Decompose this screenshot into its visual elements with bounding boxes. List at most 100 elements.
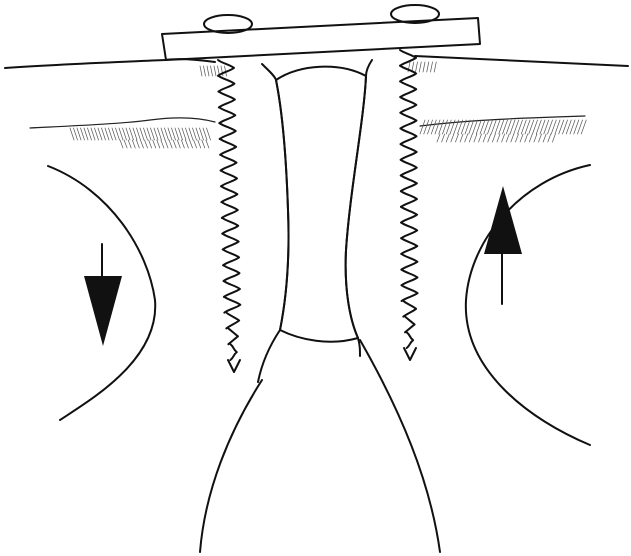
hatch-stroke <box>77 128 81 140</box>
hatch-stroke <box>175 128 179 140</box>
hatch-stroke <box>446 134 449 142</box>
hatch-stroke <box>451 134 454 142</box>
hatch-stroke <box>185 140 188 148</box>
hatch-stroke <box>182 128 186 140</box>
right-screw <box>400 50 418 360</box>
screw-thread <box>224 297 240 313</box>
hatch-stroke <box>140 140 143 148</box>
screw-thread <box>401 270 417 286</box>
hatch-stroke <box>95 128 99 140</box>
hatch-stroke <box>534 134 537 142</box>
hatch-stroke <box>196 128 200 140</box>
hatch-stroke <box>479 134 482 142</box>
hatch-stroke <box>434 62 436 72</box>
hatch-stroke <box>133 128 137 140</box>
hatch-stroke <box>190 140 193 148</box>
hatch-stroke <box>492 134 495 142</box>
hatch-stroke <box>161 140 164 148</box>
hatch-stroke <box>442 134 445 142</box>
hatch-stroke <box>419 62 421 72</box>
hatch-stroke <box>543 134 546 142</box>
hatch-stroke <box>207 128 211 140</box>
hatch-stroke <box>206 140 209 148</box>
screw-tip <box>404 348 416 360</box>
hatch-stroke <box>91 128 95 140</box>
hatch-stroke <box>153 140 156 148</box>
hatch-stroke <box>200 128 204 140</box>
screw-thread <box>222 202 238 218</box>
hatch-stroke <box>132 140 135 148</box>
fixation-plate <box>162 18 480 60</box>
hatch-stroke <box>502 134 505 142</box>
hatch-stroke <box>70 128 74 140</box>
central-graft <box>276 67 366 342</box>
hatch-stroke <box>84 128 88 140</box>
hatch-stroke <box>172 128 176 140</box>
hatch-stroke <box>149 140 152 148</box>
hatch-stroke <box>74 128 78 140</box>
screw-thread <box>401 191 417 207</box>
hatch-stroke <box>109 128 113 140</box>
screw-thread <box>401 207 417 223</box>
screw-thread <box>230 344 236 360</box>
hatch-stroke <box>539 134 542 142</box>
hatch-stroke <box>137 128 141 140</box>
left-screw <box>218 60 240 372</box>
hatch-stroke <box>515 134 518 142</box>
screw-thread <box>222 218 238 234</box>
screw-thread <box>401 160 417 176</box>
screw-thread <box>401 238 417 254</box>
hatch-stroke <box>145 140 148 148</box>
hatch-stroke <box>520 134 523 142</box>
screw-thread <box>221 155 237 171</box>
screw-thread <box>401 254 417 270</box>
hatch-stroke <box>193 128 197 140</box>
hatch-stroke <box>119 128 123 140</box>
screw-thread <box>219 92 235 108</box>
screw-thread <box>401 175 417 191</box>
screw-thread <box>219 107 235 123</box>
hatch-stroke <box>488 134 491 142</box>
hatch-stroke <box>204 66 206 76</box>
hatch-stroke <box>120 140 123 148</box>
hatch-stroke <box>168 128 172 140</box>
hatch-stroke <box>416 62 418 72</box>
screw-thread <box>220 139 236 155</box>
hatch-stroke <box>186 128 190 140</box>
hatch-stroke <box>207 66 209 76</box>
screw-thread <box>220 123 236 139</box>
arrow-down-icon <box>84 244 122 346</box>
screw-thread <box>224 281 240 297</box>
hatch-stroke <box>189 128 193 140</box>
screw-tip <box>228 360 240 372</box>
hatch-stroke <box>181 140 184 148</box>
hatch-stroke <box>154 128 158 140</box>
hatch-stroke <box>179 128 183 140</box>
hatch-stroke <box>165 140 168 148</box>
hatch-stroke <box>81 128 85 140</box>
hatch-stroke <box>469 134 472 142</box>
hatch-stroke <box>506 134 509 142</box>
screw-thread <box>403 301 416 317</box>
hatch-stroke <box>200 66 202 76</box>
screw-thread <box>218 76 234 92</box>
hatch-stroke <box>140 128 144 140</box>
screw-thread <box>400 113 416 129</box>
hatch-stroke <box>130 128 134 140</box>
hatch-stroke <box>203 128 207 140</box>
hatch-stroke <box>136 140 139 148</box>
hatch-stroke <box>165 128 169 140</box>
hatch-stroke <box>455 134 458 142</box>
screw-thread <box>223 249 239 265</box>
bone-fragments <box>258 60 372 382</box>
hatch-stroke <box>151 128 155 140</box>
screw-thread <box>400 66 416 82</box>
hatch-stroke <box>202 140 205 148</box>
bone-shading <box>70 62 586 148</box>
hatch-stroke <box>173 140 176 148</box>
hatch-stroke <box>211 66 213 76</box>
hatch-stroke <box>483 134 486 142</box>
screw-heads <box>204 5 439 33</box>
hatch-stroke <box>460 134 463 142</box>
